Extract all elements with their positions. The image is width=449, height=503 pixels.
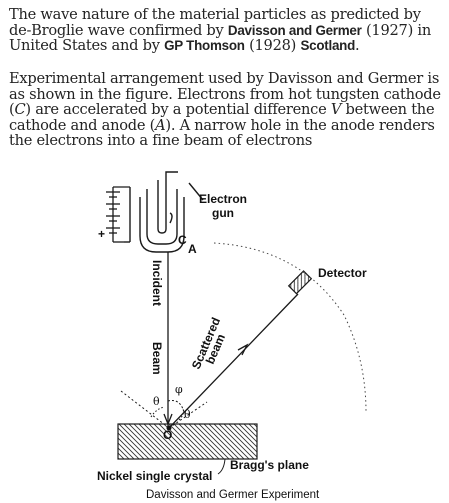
theta-left-label: θ	[153, 395, 160, 408]
intro-text-4: .	[355, 37, 360, 55]
battery-icon	[106, 186, 130, 243]
intro-text-3: (1928)	[244, 37, 301, 55]
anode-label: A	[188, 242, 197, 256]
incident-label: Incident	[150, 260, 164, 306]
detector-label: Detector	[318, 266, 367, 280]
detector-arc	[213, 242, 367, 413]
intro-paragraph: The wave nature of the material particle…	[9, 7, 443, 54]
intro-text-1: The wave nature of the material particle…	[9, 6, 421, 39]
arrangement-paragraph: Experimental arrangement used by Davisso…	[9, 71, 443, 149]
figure-caption: Davisson and Germer Experiment	[146, 489, 320, 501]
origin-label: O	[163, 428, 172, 442]
electron-gun-label: Electron	[199, 192, 247, 206]
electron-gun-label-2: gun	[212, 206, 234, 220]
nickel-crystal-block	[117, 423, 258, 460]
arrangement-text-4: ). A narrow hole in the anode renders th…	[9, 116, 435, 150]
detector-icon	[287, 270, 313, 295]
thomson-name: GP Thomson	[164, 38, 245, 54]
electron-gun-icon	[124, 171, 204, 253]
beam-label: Beam	[150, 342, 164, 375]
davisson-germer-name: Davisson and Germer	[227, 22, 362, 38]
bragg-plane-label: Bragg's plane	[230, 458, 309, 472]
cathode-label: C	[178, 233, 187, 247]
cathode-symbol: C	[14, 101, 26, 119]
voltage-symbol: V	[330, 101, 342, 119]
phi-label: φ	[175, 383, 183, 396]
scotland-name: Scotland	[300, 38, 356, 54]
scattered-beam-line	[168, 293, 299, 429]
theta-right-label: θ	[184, 408, 191, 421]
nickel-crystal-label: Nickel single crystal	[97, 469, 212, 483]
arrangement-text-1: Experimental arrangement used by Davisso…	[9, 70, 441, 119]
origin-point	[166, 425, 172, 431]
intro-text-2: (1927) in United States and by	[9, 21, 431, 55]
arrangement-text-3: between the cathode and anode (	[9, 101, 435, 134]
battery-plus-label: +	[98, 227, 105, 241]
arrangement-text-2: ) are accelerated by a potential differe…	[25, 101, 331, 119]
bragg-plane-pointer	[217, 458, 226, 475]
angle-markers	[120, 390, 208, 429]
anode-symbol: A	[155, 116, 166, 134]
